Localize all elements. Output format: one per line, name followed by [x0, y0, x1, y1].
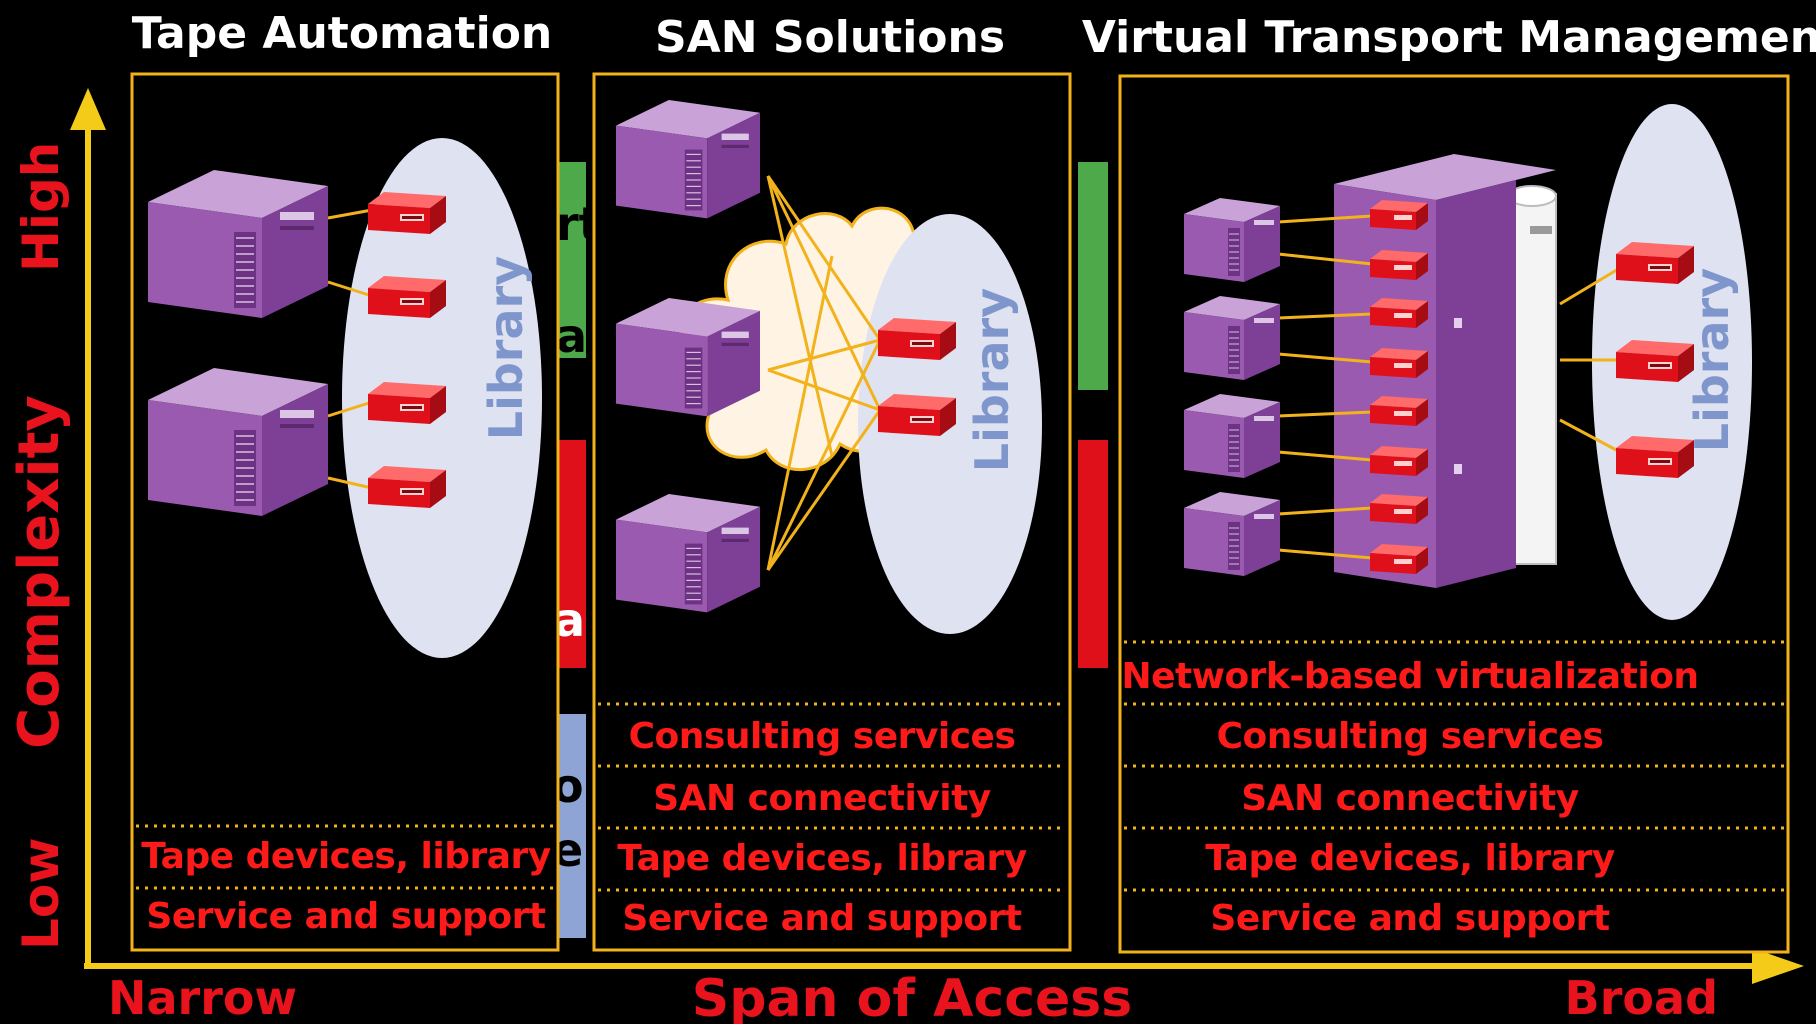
- panel-title-tape-automation: Tape Automation: [132, 8, 553, 59]
- y-axis-label: Complexity: [7, 395, 72, 749]
- tape-drive-icon: [368, 192, 446, 234]
- tape-drive-icon: [1370, 494, 1428, 524]
- server-icon: [1183, 197, 1281, 283]
- panel-san-solutions: SAN Solutions Library Consulting serv: [592, 12, 1072, 952]
- y-axis-high: High: [12, 142, 70, 272]
- x-axis-narrow: Narrow: [108, 971, 297, 1024]
- tape-drive-icon: [1370, 348, 1428, 378]
- server-icon: [1183, 393, 1281, 479]
- x-axis-arrow-icon: [1752, 948, 1804, 984]
- tape-drive-icon: [1370, 298, 1428, 328]
- library-label: Library: [965, 288, 1019, 472]
- tape-drive-icon: [1370, 250, 1428, 280]
- server-icon: [1183, 491, 1281, 577]
- vtm-rack: [1334, 154, 1556, 588]
- y-axis-low: Low: [12, 838, 70, 950]
- tier-network-virtualization: Network-based virtualization: [1121, 656, 1698, 697]
- tape-drive-icon: [1616, 340, 1694, 382]
- x-axis-broad: Broad: [1565, 971, 1718, 1024]
- server-icon: [615, 99, 761, 220]
- tier-consulting: Consulting services: [1217, 716, 1604, 757]
- tier-tape-devices: Tape devices, library: [1205, 838, 1615, 879]
- axes: High Complexity Low Narrow Span of Acces…: [7, 88, 1804, 1024]
- fragment-2: a: [556, 309, 587, 363]
- server-icon: [1183, 295, 1281, 381]
- tape-drive-icon: [1370, 396, 1428, 426]
- tier-tape-devices: Tape devices, library: [141, 836, 551, 877]
- server-icon: [615, 297, 761, 417]
- library-label: Library: [1685, 268, 1739, 452]
- tier-consulting: Consulting services: [629, 716, 1016, 757]
- panel-virtual-transport-management: Virtual Transport Management Library: [1082, 12, 1816, 954]
- library-label: Library: [479, 256, 533, 440]
- panel-title-vtm: Virtual Transport Management: [1082, 12, 1816, 63]
- tape-drive-icon: [878, 318, 956, 360]
- tier-tape-devices: Tape devices, library: [617, 838, 1027, 879]
- tape-drive-icon: [1370, 446, 1428, 476]
- server-icon: [147, 169, 329, 319]
- tier-service-support: Service and support: [622, 898, 1022, 939]
- panel-tape-automation: Tape Automation Library Tape devices, li…: [130, 8, 560, 952]
- y-axis-arrow-icon: [70, 88, 106, 130]
- tier-san-connectivity: SAN connectivity: [1241, 778, 1579, 819]
- tape-drive-icon: [1616, 242, 1694, 284]
- tape-drive-icon: [368, 276, 446, 318]
- tape-drive-icon: [1370, 200, 1428, 230]
- tier-service-support: Service and support: [146, 896, 546, 937]
- tape-drive-icon: [368, 382, 446, 424]
- server-icon: [615, 493, 761, 614]
- tape-drive-icon: [1370, 544, 1428, 574]
- tape-drive-icon: [368, 466, 446, 508]
- x-axis-label: Span of Access: [692, 969, 1132, 1024]
- server-icon: [147, 367, 329, 517]
- tier-service-support: Service and support: [1210, 898, 1610, 939]
- tape-drive-icon: [878, 394, 956, 436]
- tier-san-connectivity: SAN connectivity: [653, 778, 991, 819]
- tape-drive-icon: [1616, 436, 1694, 478]
- panel-title-san-solutions: SAN Solutions: [655, 12, 1005, 63]
